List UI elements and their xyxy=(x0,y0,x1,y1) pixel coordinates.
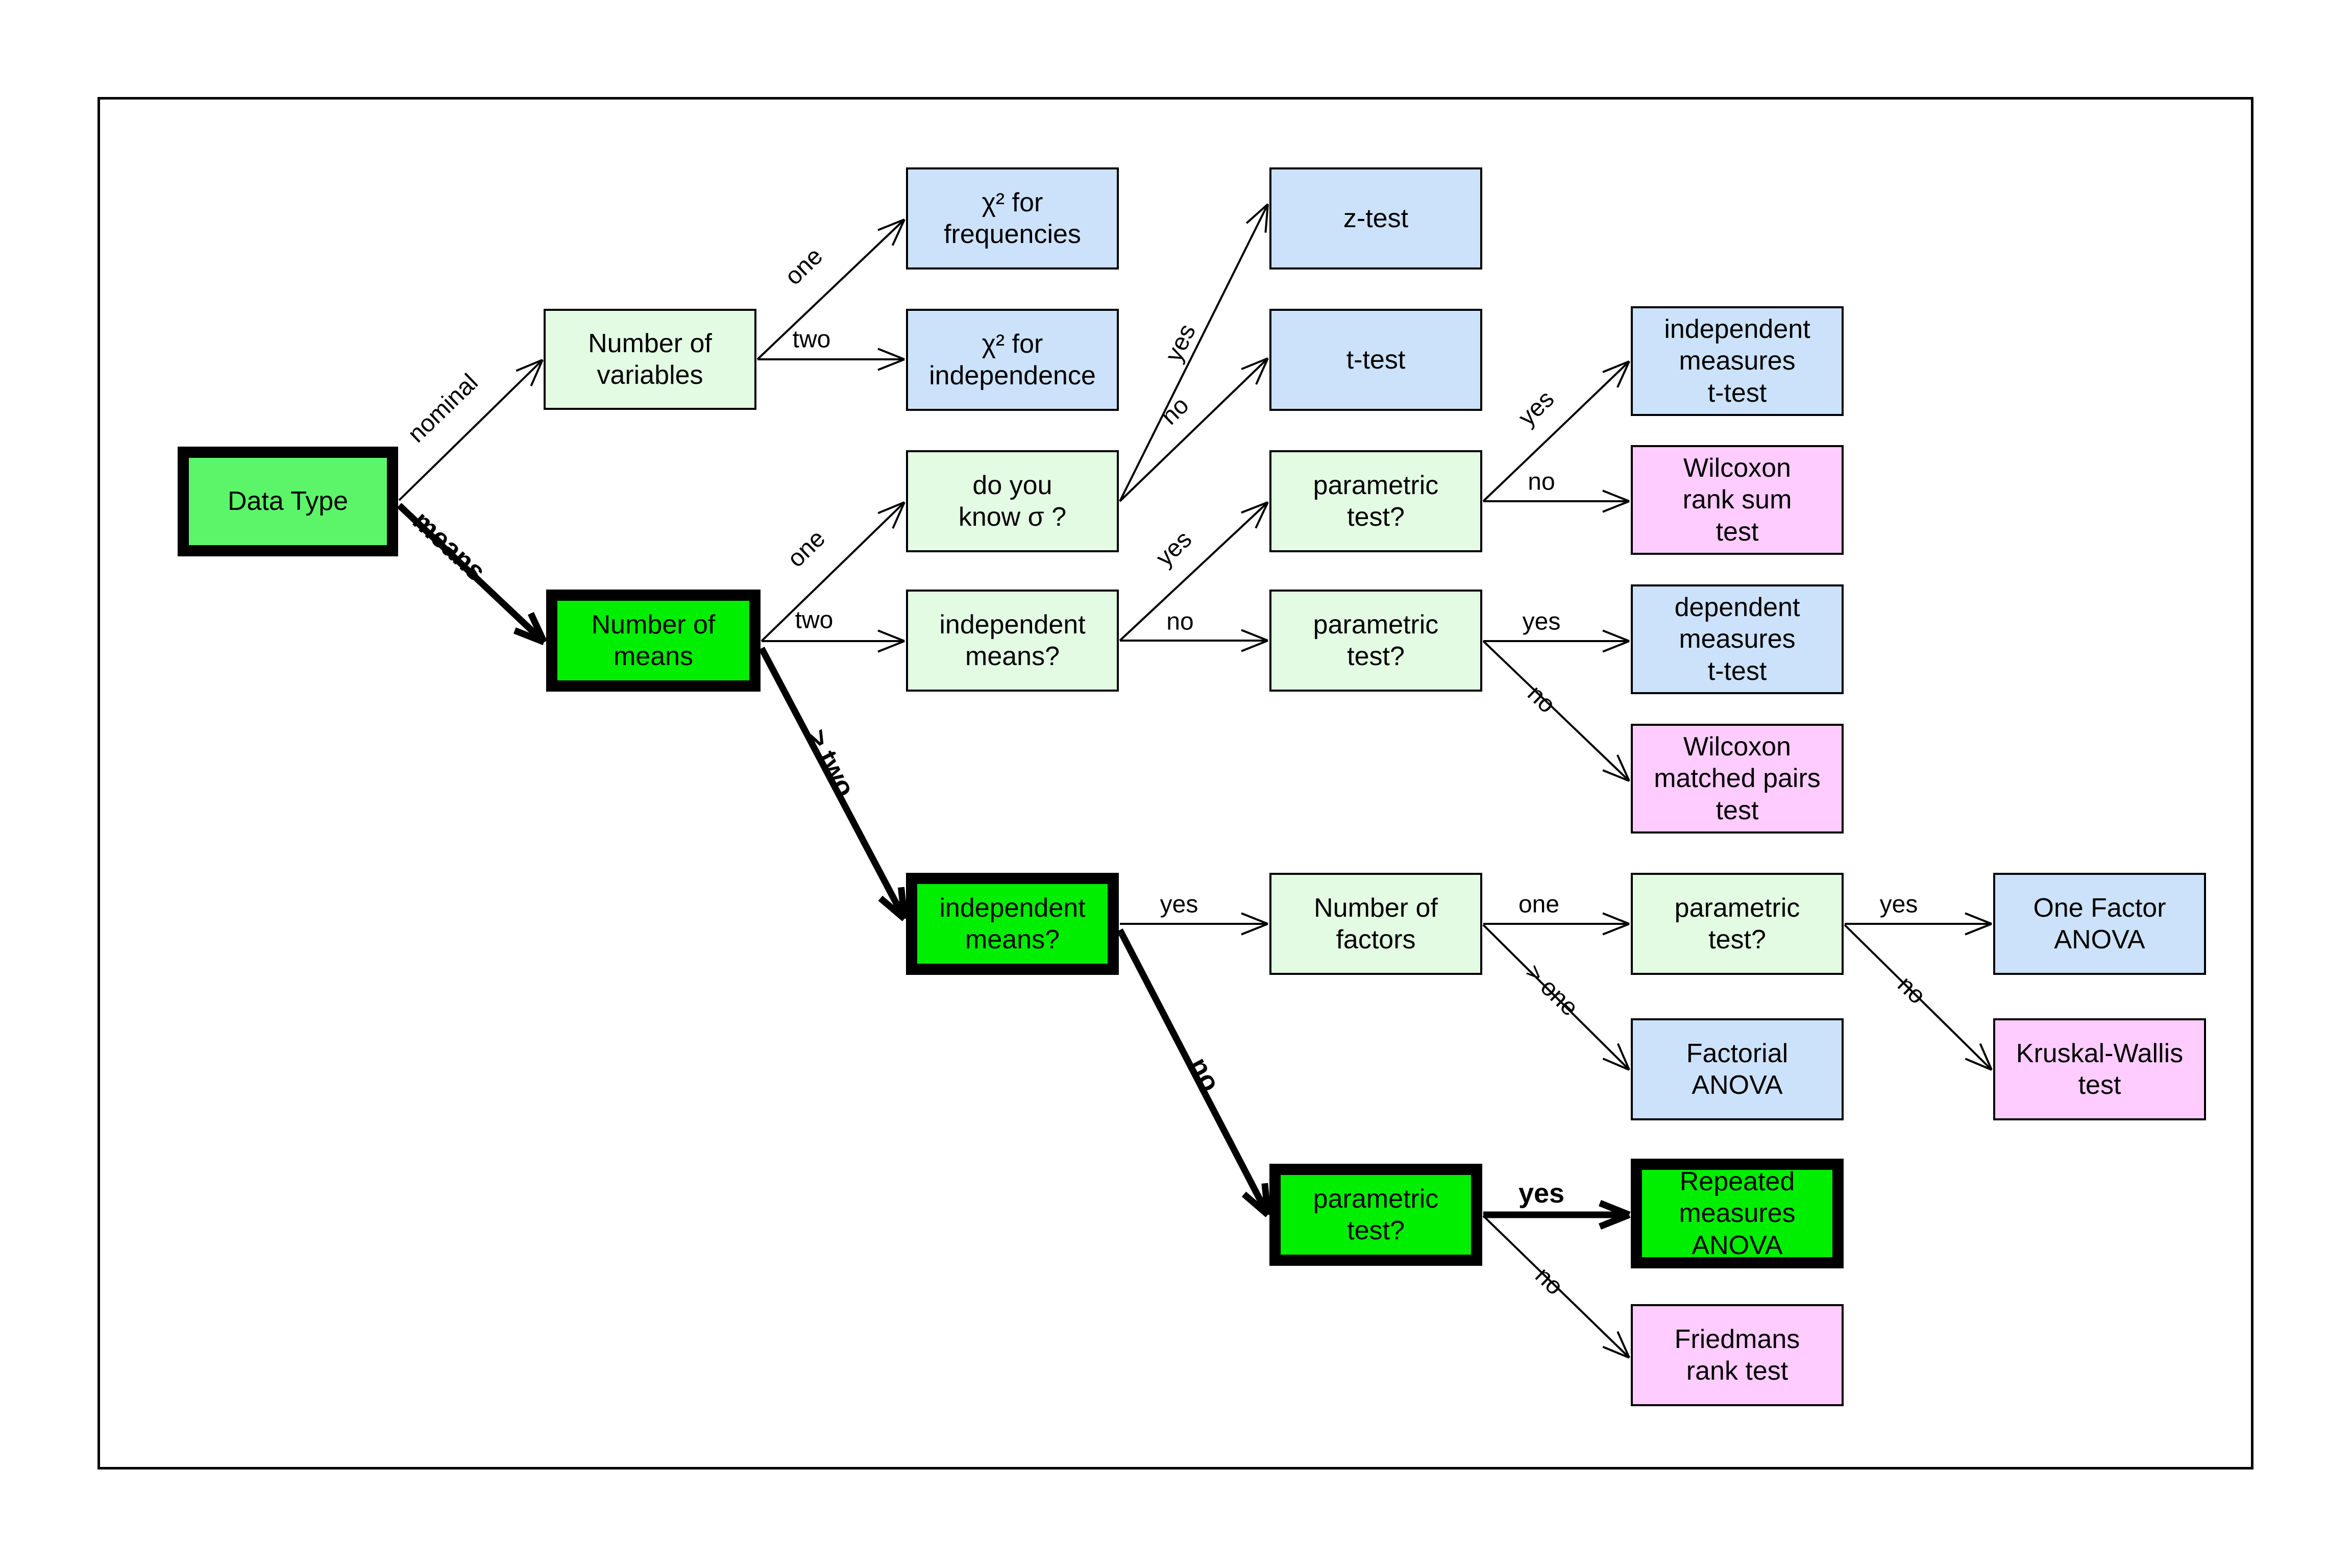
node-number-of-means[interactable]: Number of means xyxy=(546,590,761,692)
node-independent-means-3[interactable]: independent means? xyxy=(906,873,1119,975)
node-independent-means-2[interactable]: independent means? xyxy=(906,590,1119,692)
node-wilcoxon-matched-pairs[interactable]: Wilcoxon matched pairs test xyxy=(1631,724,1844,834)
node-do-you-know-sigma[interactable]: do you know σ ? xyxy=(906,450,1119,552)
edge-label-e-var-two: two xyxy=(792,326,831,353)
node-number-of-variables[interactable]: Number of variables xyxy=(544,309,756,410)
diagram-frame xyxy=(97,97,2253,1469)
edge-label-e-p1-no: no xyxy=(1528,468,1555,496)
node-dependent-measures-t-test[interactable]: dependent measures t-test xyxy=(1631,584,1844,694)
node-chi2-independence[interactable]: χ² for independence xyxy=(906,309,1119,411)
edge-label-e-im2-no: no xyxy=(1166,608,1194,635)
node-one-factor-anova[interactable]: One Factor ANOVA xyxy=(1993,873,2206,975)
node-parametric-test-2[interactable]: parametric test? xyxy=(1269,590,1482,692)
node-wilcoxon-rank-sum[interactable]: Wilcoxon rank sum test xyxy=(1631,445,1844,555)
node-parametric-test-1[interactable]: parametric test? xyxy=(1269,450,1482,552)
node-kruskal-wallis[interactable]: Kruskal-Wallis test xyxy=(1993,1018,2206,1120)
node-parametric-test-3[interactable]: parametric test? xyxy=(1631,873,1844,975)
node-t-test[interactable]: t-test xyxy=(1269,309,1482,411)
node-factorial-anova[interactable]: Factorial ANOVA xyxy=(1631,1018,1844,1120)
node-friedmans-rank-test[interactable]: Friedmans rank test xyxy=(1631,1304,1844,1406)
edge-label-e-p2-yes: yes xyxy=(1522,608,1561,635)
node-independent-measures-t-test[interactable]: independent measures t-test xyxy=(1631,306,1844,416)
node-z-test[interactable]: z-test xyxy=(1269,167,1482,270)
node-chi2-frequencies[interactable]: χ² for frequencies xyxy=(906,167,1119,270)
node-repeated-measures-anova[interactable]: Repeated measures ANOVA xyxy=(1631,1159,1844,1268)
edge-label-e-nf-one: one xyxy=(1518,891,1560,918)
node-parametric-test-4[interactable]: parametric test? xyxy=(1269,1164,1482,1266)
edge-label-e-means-two: two xyxy=(795,606,834,634)
edge-label-e-im3-yes: yes xyxy=(1160,891,1198,918)
node-data-type[interactable]: Data Type xyxy=(178,447,398,556)
edge-label-e-p3-yes: yes xyxy=(1879,891,1918,918)
edge-label-e-p4-yes: yes xyxy=(1518,1178,1565,1209)
node-number-of-factors[interactable]: Number of factors xyxy=(1269,873,1482,975)
